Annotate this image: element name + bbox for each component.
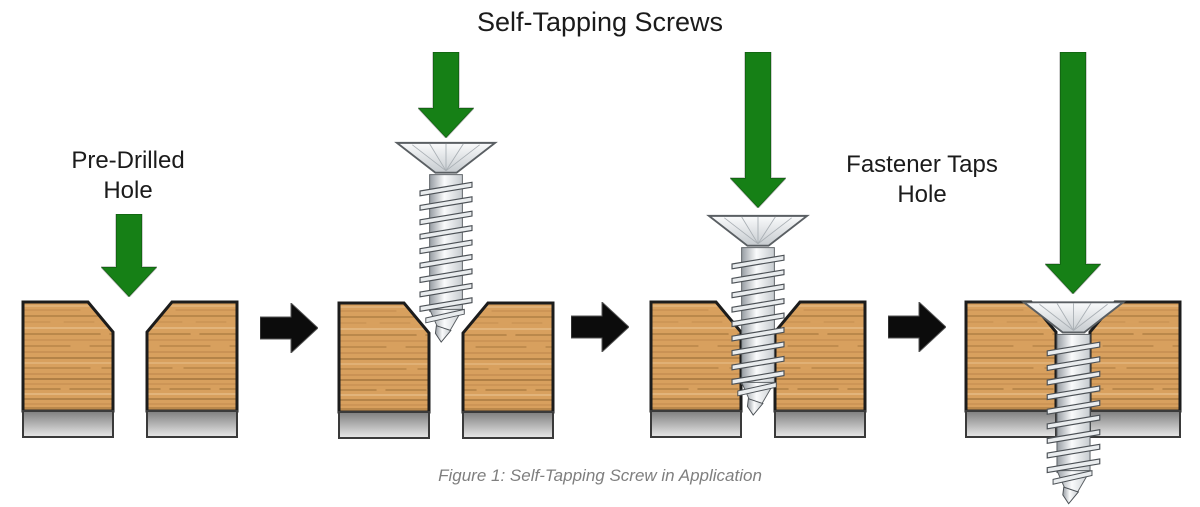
figure-caption: Figure 1: Self-Tapping Screw in Applicat… bbox=[0, 466, 1200, 486]
wood-block-step-1 bbox=[20, 300, 240, 440]
label-fastener-taps-hole: Fastener Taps Hole bbox=[814, 150, 1030, 210]
green-down-arrow-icon bbox=[730, 52, 786, 208]
green-down-arrow-icon bbox=[1045, 52, 1101, 294]
black-right-arrow-icon bbox=[260, 303, 318, 353]
green-down-arrow-icon bbox=[418, 52, 474, 138]
label-pre-drilled-hole: Pre-Drilled Hole bbox=[28, 146, 228, 206]
black-right-arrow-icon bbox=[888, 302, 946, 352]
label-fastener-line1: Fastener Taps bbox=[846, 151, 998, 178]
label-pre-drilled-line2: Hole bbox=[103, 177, 153, 204]
screw-step-2 bbox=[393, 140, 499, 344]
screw-step-4 bbox=[1020, 299, 1127, 506]
black-right-arrow-icon bbox=[571, 302, 629, 352]
diagram-title: Self-Tapping Screws bbox=[476, 7, 724, 37]
label-pre-drilled-line1: Pre-Drilled bbox=[71, 147, 185, 174]
label-fastener-line2: Hole bbox=[897, 181, 947, 208]
figure-caption-text: Figure 1: Self-Tapping Screw in Applicat… bbox=[438, 466, 762, 485]
green-down-arrow-icon bbox=[101, 214, 157, 297]
screw-step-3 bbox=[705, 213, 811, 417]
